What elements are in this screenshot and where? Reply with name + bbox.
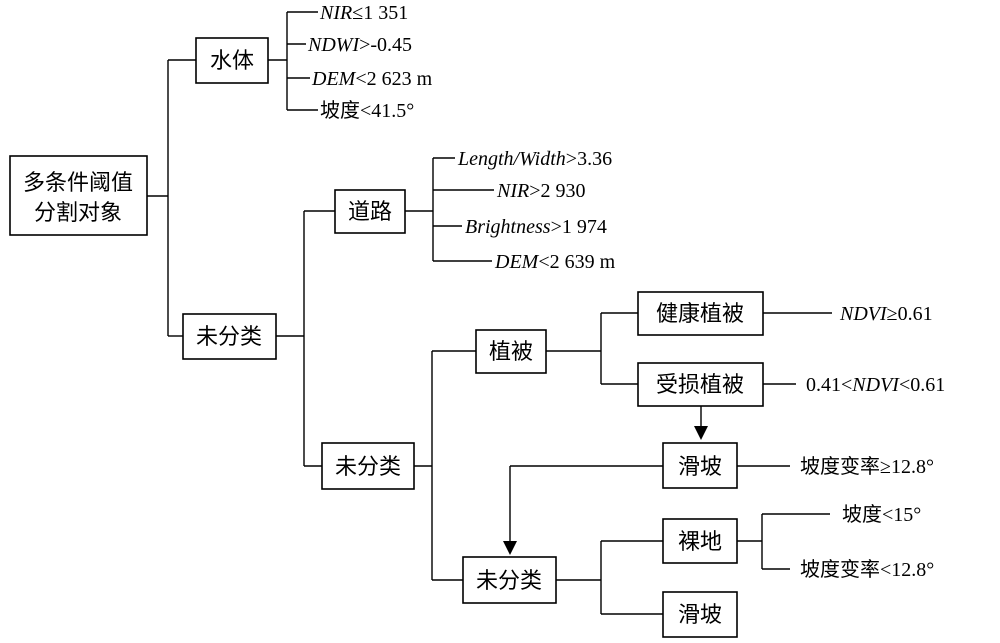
- road-rule-1: Length/Width>3.36: [457, 148, 612, 170]
- landslide-2-label: 滑坡: [678, 603, 722, 628]
- road-rule-4: DEM<2 639 m: [494, 251, 616, 273]
- unclassified-2-label: 未分类: [335, 455, 401, 480]
- healthy-vegetation-label: 健康植被: [656, 302, 744, 327]
- landslide-1-rule: 坡度变率≥12.8°: [800, 455, 934, 478]
- water-rule-3: DEM<2 623 m: [311, 68, 433, 90]
- bare-land-label: 裸地: [678, 530, 722, 555]
- water-node: 水体: [195, 37, 269, 84]
- healthy-vegetation-rule: NDVI≥0.61: [839, 303, 933, 325]
- bare-land-node: 裸地: [662, 518, 738, 564]
- water-rule-1: NIR≤1 351: [319, 2, 408, 24]
- road-node: 道路: [334, 189, 406, 234]
- root-line1: 多条件阈值: [23, 171, 133, 196]
- water-rule-4: 坡度<41.5°: [320, 99, 414, 122]
- landslide-1-label: 滑坡: [678, 455, 722, 480]
- root-line2: 分割对象: [34, 201, 122, 226]
- road-rule-3: Brightness>1 974: [465, 216, 607, 238]
- water-label: 水体: [210, 49, 254, 74]
- root-node: 多条件阈值 分割对象: [9, 155, 148, 236]
- landslide-node-2: 滑坡: [662, 591, 738, 638]
- unclassified-3-label: 未分类: [476, 569, 542, 594]
- road-label: 道路: [348, 200, 392, 225]
- damaged-vegetation-label: 受损植被: [656, 373, 744, 398]
- connectors: [147, 11, 832, 615]
- landslide-node-1: 滑坡: [662, 442, 738, 489]
- healthy-vegetation-node: 健康植被: [637, 291, 764, 336]
- bare-land-rule-1: 坡度<15°: [842, 503, 921, 526]
- damaged-vegetation-rule: 0.41<NDVI<0.61: [806, 374, 945, 396]
- damaged-vegetation-node: 受损植被: [637, 362, 764, 407]
- road-rules: Length/Width>3.36 NIR>2 930 Brightness>1…: [457, 148, 616, 273]
- unclassified-node-1: 未分类: [182, 313, 277, 360]
- unclassified-node-2: 未分类: [321, 442, 415, 490]
- vegetation-node: 植被: [475, 329, 547, 374]
- water-rule-2: NDWI>-0.45: [307, 34, 412, 56]
- vegetation-label: 植被: [489, 340, 533, 365]
- water-rules: NIR≤1 351 NDWI>-0.45 DEM<2 623 m 坡度<41.5…: [307, 2, 433, 122]
- unclassified-1-label: 未分类: [196, 325, 262, 350]
- unclassified-node-3: 未分类: [462, 556, 557, 604]
- bare-land-rule-2: 坡度变率<12.8°: [800, 558, 934, 581]
- road-rule-2: NIR>2 930: [496, 180, 586, 202]
